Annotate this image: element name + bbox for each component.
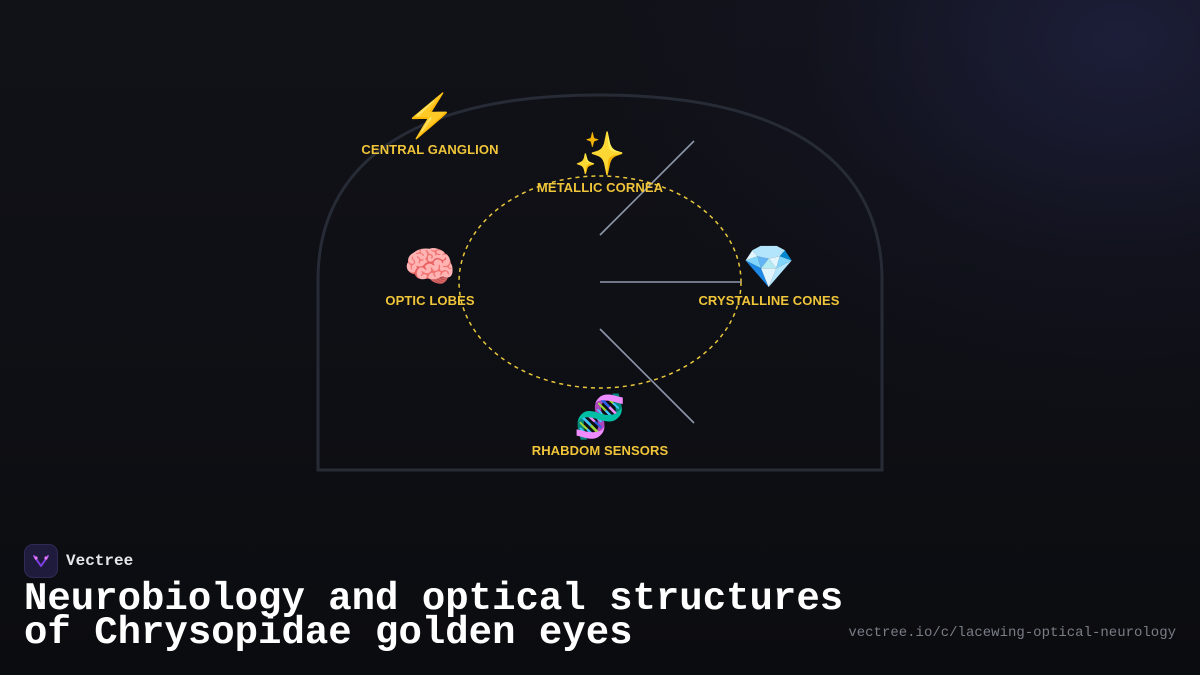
node-label: RHABDOM SENSORS [531,443,669,458]
page-title: Neurobiology and optical structures of C… [24,577,844,655]
node-label: METALLIC CORNEA [536,180,664,195]
page-url: vectree.io/c/lacewing-optical-neurology [848,625,1176,641]
node-label: CENTRAL GANGLION [361,142,499,157]
lightning-icon: ⚡ [403,92,457,139]
connector-line-lower [599,328,695,424]
node-label: CRYSTALLINE CONES [698,293,840,308]
node-central-ganglion: ⚡ CENTRAL GANGLION [361,92,498,157]
node-metallic-cornea: ✨ METALLIC CORNEA [537,130,663,195]
sparkles-icon: ✨ [573,130,627,177]
brand: Vectree [24,544,133,578]
node-optic-lobes: 🧠 OPTIC LOBES [385,243,474,308]
gem-icon: 💎 [742,243,796,290]
node-label: OPTIC LOBES [385,293,475,308]
dna-icon: 🧬 [573,393,627,440]
connector-line-upper [599,140,695,236]
node-crystalline-cones: 💎 CRYSTALLINE CONES [698,243,839,308]
eye-outline [316,93,884,472]
vectree-logo-icon [24,544,58,578]
brain-icon: 🧠 [403,243,457,290]
brand-name: Vectree [66,552,134,570]
node-rhabdom-sensors: 🧬 RHABDOM SENSORS [532,393,669,458]
